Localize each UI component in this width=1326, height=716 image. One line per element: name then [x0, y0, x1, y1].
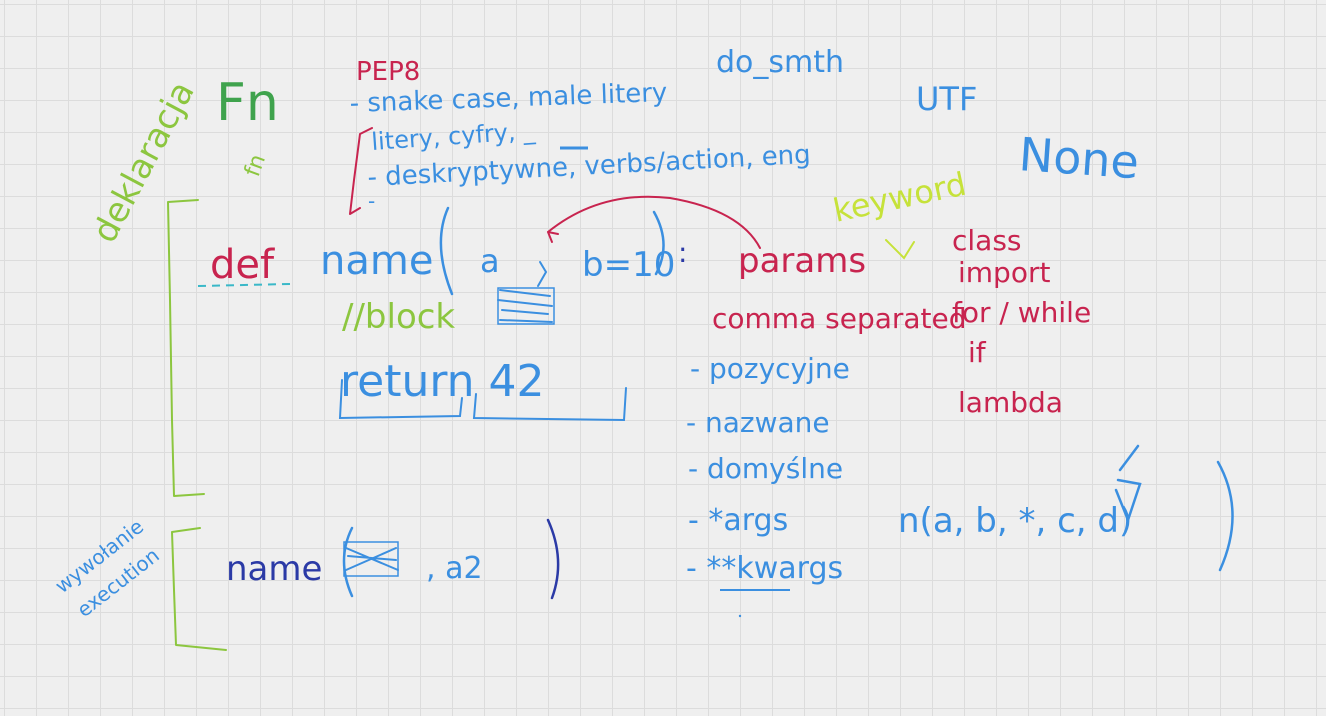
- param-comma: [537, 261, 548, 287]
- function-name: name: [320, 238, 433, 284]
- return-statement: return 42: [340, 356, 545, 407]
- arg-kwargs: - **kwargs: [686, 551, 843, 586]
- function-definition: def name a b=10 : params comma separated…: [197, 195, 967, 422]
- return-underline-1: [338, 379, 463, 420]
- keyword-import: import: [958, 256, 1050, 289]
- keyword-for-while: for / while: [952, 296, 1091, 329]
- scribble-block: [497, 287, 555, 325]
- return-underline-2: [472, 387, 627, 422]
- pep8-line-2: litery, cyfry, _: [370, 117, 537, 156]
- def-underline: [197, 283, 291, 287]
- declaration-bracket: [167, 199, 205, 497]
- call-open-paren: [342, 526, 354, 598]
- params-arrow: [547, 195, 761, 249]
- argument-types: - pozycyjne - nazwane - domyślne - *args…: [686, 352, 850, 591]
- signature-example: n(a, b, *, c, d): [898, 444, 1234, 572]
- arg-nazwane: - nazwane: [686, 406, 830, 439]
- call-close-paren: [546, 518, 560, 600]
- call-arg: , a2: [426, 551, 483, 586]
- comma-separated-label: comma separated: [712, 302, 967, 335]
- param-a: a: [480, 242, 500, 280]
- pep8-line-4: -: [368, 189, 375, 213]
- call-name: name: [226, 549, 322, 589]
- call-scribble: [343, 541, 399, 577]
- arg-domyslne: - domyślne: [688, 452, 843, 485]
- function-call: name , a2: [226, 518, 560, 600]
- signature-scribble: [1114, 444, 1142, 524]
- pep8-red-bracket: [349, 127, 373, 215]
- keyword-pointer: [885, 239, 915, 260]
- params-label: params: [738, 241, 866, 281]
- execution-group: wywołanie execution: [50, 514, 227, 651]
- execution-bracket: [171, 527, 227, 651]
- params-arrow-head: [547, 231, 559, 243]
- def-colon: :: [678, 236, 687, 269]
- keyword-notes: keyword class import for / while if lamb…: [830, 165, 1091, 419]
- deklaracja-label: deklaracja: [85, 75, 203, 249]
- do-smth-note: do_smth: [716, 45, 844, 80]
- close-paren: [652, 210, 665, 276]
- keyword-lambda: lambda: [958, 386, 1063, 419]
- pep8-title: PEP8: [356, 57, 420, 87]
- arg-args: - *args: [688, 503, 788, 538]
- keyword-class: class: [952, 224, 1022, 257]
- pep8-notes: PEP8 - snake case, male litery litery, c…: [349, 57, 811, 215]
- fn-label: Fn: [216, 73, 279, 133]
- stray-dot: [738, 614, 742, 618]
- arg-pozycyjne: - pozycyjne: [690, 352, 850, 385]
- keyword-if: if: [968, 336, 987, 369]
- block-comment: //block: [342, 297, 455, 337]
- none-note: None: [1017, 127, 1140, 189]
- open-paren: [439, 206, 454, 296]
- fn-small-label: fn: [240, 151, 271, 180]
- def-keyword: def: [210, 242, 275, 288]
- utf-note: UTF: [916, 80, 977, 118]
- keyword-label: keyword: [830, 165, 970, 230]
- signature-close-paren: [1216, 460, 1234, 572]
- signature-text: n(a, b, *, c, d): [898, 501, 1132, 541]
